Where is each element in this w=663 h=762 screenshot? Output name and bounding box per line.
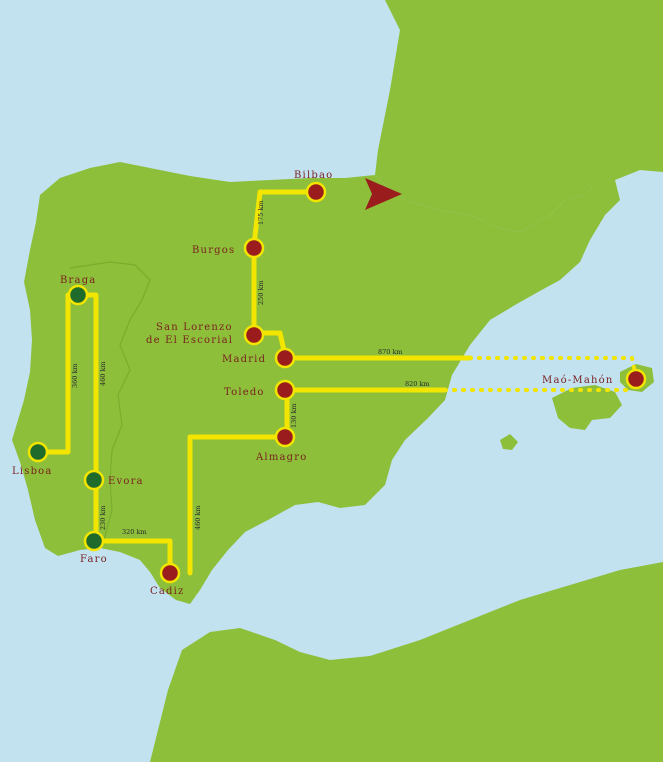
dist-almagro-cadiz: 460 km [194, 505, 202, 530]
label-bilbao: Bilbao [294, 170, 333, 181]
label-escorial-1: San Lorenzo [156, 322, 233, 333]
marker-bilbao[interactable] [305, 181, 327, 203]
route-bilbao-burgos [251, 189, 319, 248]
label-cadiz: Cadiz [150, 586, 184, 597]
label-faro: Faro [80, 554, 108, 565]
label-almagro: Almagro [255, 452, 307, 463]
sea-routes [443, 356, 638, 392]
dist-bilbao-burgos: 175 km [257, 200, 265, 225]
dist-evora-faro: 230 km [99, 505, 107, 530]
dist-braga-lisboa: 360 km [71, 363, 79, 388]
sea-route-madrid-mahon [468, 356, 638, 380]
marker-burgos[interactable] [243, 237, 265, 259]
marker-faro[interactable] [83, 530, 105, 552]
marker-escorial[interactable] [243, 324, 265, 346]
route-almagro-cadiz [187, 434, 288, 576]
iberian-peninsula [12, 162, 620, 604]
label-escorial-2: de El Escorial [146, 335, 233, 346]
dist-faro-cadiz: 320 km [122, 528, 147, 536]
dist-braga-evora: 460 km [99, 361, 107, 386]
label-lisboa: Lisboa [12, 466, 53, 477]
marker-toledo[interactable] [274, 379, 296, 401]
marker-lisboa[interactable] [27, 441, 49, 463]
city-markers [27, 181, 647, 584]
label-braga: Braga [60, 275, 96, 286]
label-evora: Evora [108, 476, 144, 487]
marker-evora[interactable] [83, 469, 105, 491]
label-madrid: Madrid [222, 354, 266, 365]
label-burgos: Burgos [192, 245, 235, 256]
france-landmass [375, 0, 663, 232]
dist-madrid-mahon: 870 km [378, 348, 403, 356]
marker-almagro[interactable] [274, 426, 296, 448]
label-mahon: Maó-Mahón [542, 375, 614, 386]
africa-landmass [150, 562, 663, 762]
dist-toledo-almagro: 130 km [290, 403, 298, 428]
marker-cadiz[interactable] [159, 562, 181, 584]
arrow-start-icon [365, 178, 402, 210]
dist-toledo-mahon: 820 km [405, 380, 430, 388]
label-toledo: Toledo [224, 387, 265, 398]
marker-madrid[interactable] [274, 347, 296, 369]
marker-braga[interactable] [67, 284, 89, 306]
dist-burgos-escorial: 250 km [257, 280, 265, 305]
route-faro-cadiz [93, 538, 173, 576]
mallorca-island [552, 385, 622, 430]
portugal-border [69, 261, 151, 541]
marker-mahon[interactable] [625, 368, 647, 390]
sea-route-toledo-mahon [443, 378, 638, 392]
ibiza-island [500, 434, 518, 450]
